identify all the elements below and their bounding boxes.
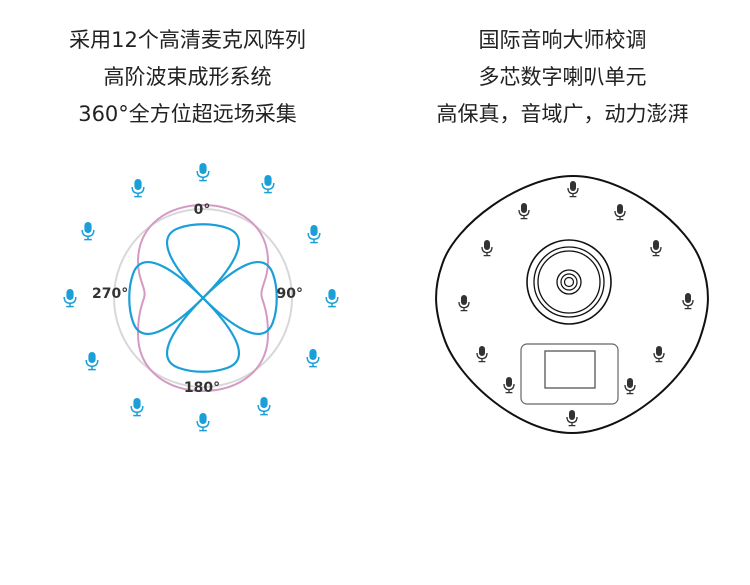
microphone-icon [261,174,275,194]
microphone-icon [257,396,271,416]
pickup-pattern-outline [136,203,270,393]
angle-label-left: 270° [92,286,128,302]
right-feature-text: 国际音响大师校调 多芯数字喇叭单元 高保真，音域广，动力澎湃 [375,22,750,133]
angle-label-bottom: 180° [184,380,220,396]
microphone-icon [307,224,321,244]
angle-label-right: 90° [277,286,303,302]
microphone-icon [196,412,210,432]
device-svg [435,174,709,435]
speaker-driver-icon [526,239,612,325]
speaker-device-diagram [400,150,750,450]
polar-circle [113,208,293,388]
microphone-icon [85,351,99,371]
device-outline [435,174,709,435]
polar-pattern-diagram: 0° 90° 180° 270° [0,150,400,450]
left-feature-text: 采用12个高清麦克风阵列 高阶波束成形系统 360°全方位超远场采集 [0,22,375,133]
left-line-3: 360°全方位超远场采集 [78,102,297,126]
left-line-1: 采用12个高清麦克风阵列 [69,28,306,52]
display-screen-icon [520,343,619,405]
microphone-icon [196,162,210,182]
beam-pattern [128,223,278,373]
microphone-icon [63,288,77,308]
right-line-1: 国际音响大师校调 [478,28,647,52]
right-line-2: 多芯数字喇叭单元 [478,65,647,89]
left-line-2: 高阶波束成形系统 [103,65,272,89]
microphone-icon [131,178,145,198]
microphone-icon [325,288,339,308]
angle-label-top: 0° [194,202,211,218]
polar-pattern-svg: 0° 90° 180° 270° [63,162,339,432]
right-line-3: 高保真，音域广，动力澎湃 [436,102,689,126]
microphone-icon [130,397,144,417]
microphone-icon [81,221,95,241]
microphone-icon [306,348,320,368]
